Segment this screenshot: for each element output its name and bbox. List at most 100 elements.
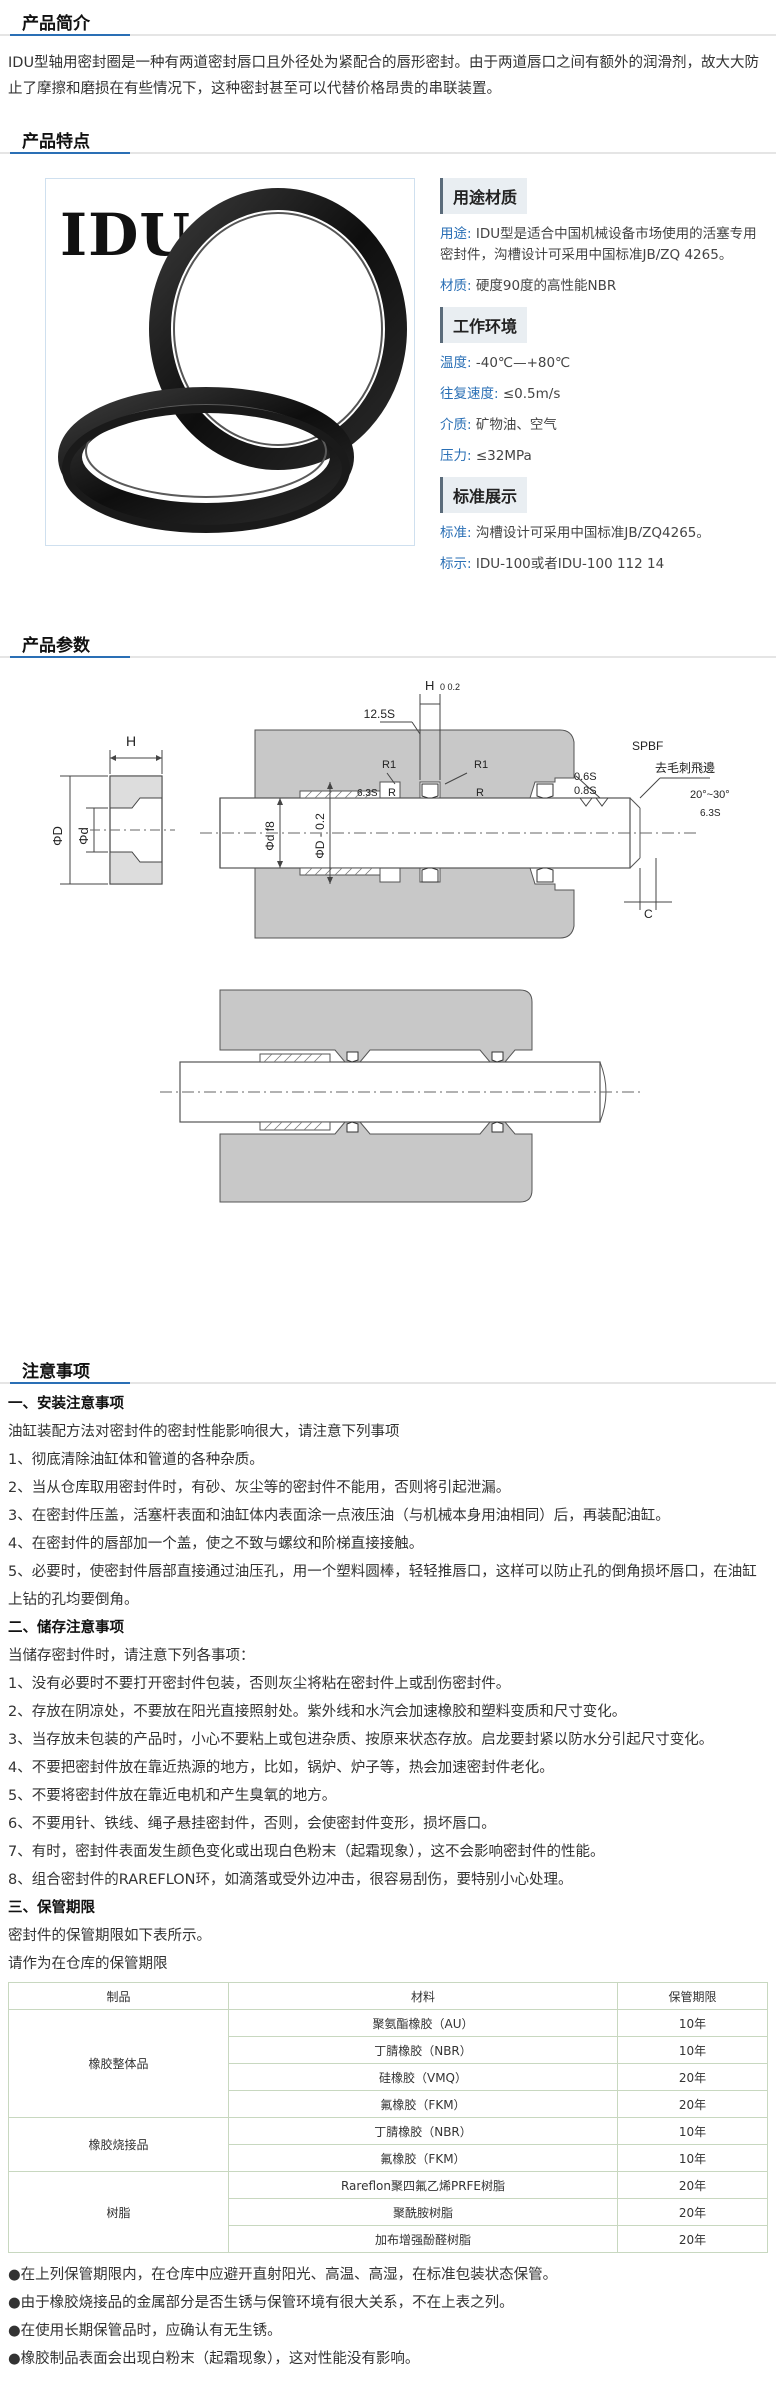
table-cell-period: 10年	[617, 2009, 768, 2037]
storage-item: 3、当存放未包装的产品时，小心不要粘上或包进杂质、按原来状态存放。启龙要封紧以防…	[8, 1732, 714, 1748]
spec-group-env: 工作环境 温度: -40℃—+80℃ 往复速度: ≤0.5m/s 介质: 矿物油…	[440, 307, 770, 467]
spec-val-medium: 矿物油、空气	[475, 417, 557, 433]
section-title-params: 产品参数	[22, 636, 90, 656]
spec-val-usage: IDU型是适合中国机械设备市场使用的活塞专用密封件，沟槽设计可采用中国标准JB/…	[440, 226, 757, 263]
spec-row-speed: 往复速度: ≤0.5m/s	[440, 384, 770, 405]
storage-period-table: 制品 材料 保管期限 橡胶整体品 聚氨酯橡胶（AU） 10年 丁腈橡胶（NBR）…	[8, 1982, 768, 2253]
storage-item: 5、不要将密封件放在靠近电机和产生臭氧的地方。	[8, 1788, 337, 1804]
spec-title-std: 标准展示	[440, 477, 528, 513]
install-title: 一、安装注意事项	[8, 1396, 124, 1412]
features-block: IDU 用途材质 用	[0, 154, 776, 622]
table-row: 树脂 Rareflon聚四氟乙烯PRFE树脂 20年	[8, 2171, 768, 2253]
technical-drawing: H ΦD Φd	[0, 658, 776, 1348]
product-image: IDU	[45, 178, 415, 546]
table-cell-period: 20年	[617, 2063, 768, 2091]
spec-title-usage: 用途材质	[440, 178, 528, 214]
label-deburr: 去毛刺飛邊	[655, 761, 715, 775]
spec-key-pressure: 压力:	[440, 448, 472, 464]
table-cell-period: 20年	[617, 2198, 768, 2226]
label-phi-d-minus: ΦD - 0.2	[313, 813, 327, 859]
section-title-intro: 产品简介	[22, 14, 90, 34]
table-row: 硅橡胶（VMQ） 20年	[9, 2063, 768, 2091]
storage-bullets: ●在上列保管期限内，在仓库中应避开直射阳光、高温、高湿，在标准包装状态保管。 ●…	[0, 2253, 776, 2373]
bullet-item: ●由于橡胶烧接品的金属部分是否生锈与保管环境有很大关系，不在上表之列。	[8, 2295, 514, 2311]
label-6-3s-right: 6.3S	[700, 808, 721, 819]
bullet-item: ●在上列保管期限内，在仓库中应避开直射阳光、高温、高湿，在标准包装状态保管。	[8, 2267, 558, 2283]
label-12-5s: 12.5S	[364, 707, 395, 721]
spec-row-temp: 温度: -40℃—+80℃	[440, 353, 770, 374]
storage-item: 2、存放在阴凉处，不要放在阳光直接照射处。紫外线和水汽会加速橡胶和塑料变质和尺寸…	[8, 1704, 627, 1720]
section-header-features: 产品特点	[0, 118, 776, 154]
section-title-notes: 注意事项	[22, 1362, 90, 1382]
spec-group-usage: 用途材质 用途: IDU型是适合中国机械设备市场使用的活塞专用密封件，沟槽设计可…	[440, 178, 770, 297]
table-cell-material: 丁腈橡胶（NBR）	[228, 2117, 618, 2145]
spec-val-speed: ≤0.5m/s	[502, 386, 561, 402]
spec-val-temp: -40℃—+80℃	[475, 355, 571, 371]
table-row: 丁腈橡胶（NBR） 10年	[9, 2036, 768, 2064]
section-header-notes: 注意事项	[0, 1348, 776, 1384]
table-header-row: 制品 材料 保管期限	[8, 1982, 768, 2010]
spec-row-usage: 用途: IDU型是适合中国机械设备市场使用的活塞专用密封件，沟槽设计可采用中国标…	[440, 224, 770, 266]
label-h-tol-sub: 0 0.2	[440, 682, 460, 692]
period-line-1: 密封件的保管期限如下表所示。	[8, 1928, 211, 1944]
table-cell-period: 20年	[617, 2225, 768, 2253]
label-h-tol: H	[425, 678, 434, 693]
table-cell-material: 氟橡胶（FKM）	[228, 2090, 618, 2118]
seal-section-small	[60, 750, 175, 885]
seal-ring-illustration	[58, 188, 407, 533]
table-header-period: 保管期限	[617, 1982, 768, 2010]
install-item: 4、在密封件的唇部加一个盖，使之不致与螺纹和阶梯直接接触。	[8, 1536, 424, 1552]
bullet-item: ●在使用长期保管品时，应确认有无生锈。	[8, 2323, 282, 2339]
spec-group-std: 标准展示 标准: 沟槽设计可采用中国标准JB/ZQ4265。 标示: IDU-1…	[440, 477, 770, 575]
table-cell-material: 聚酰胺树脂	[228, 2198, 618, 2226]
table-cell-material: 硅橡胶（VMQ）	[228, 2063, 618, 2091]
table-cell-period: 10年	[617, 2117, 768, 2145]
label-phi-d-f8: Φd f8	[263, 821, 277, 851]
storage-item: 7、有时，密封件表面发生颜色变化或出现白色粉末（起霜现象），这不会影响密封件的性…	[8, 1844, 605, 1860]
table-cell-material: 氟橡胶（FKM）	[228, 2144, 618, 2172]
section-header-intro: 产品简介	[0, 0, 776, 36]
label-0-8s: 0.8S	[574, 785, 597, 797]
spec-key-temp: 温度:	[440, 355, 472, 371]
storage-intro: 当储存密封件时，请注意下列各事项：	[8, 1648, 255, 1664]
install-item: 2、当从仓库取用密封件时，有砂、灰尘等的密封件不能用，否则将引起泄漏。	[8, 1480, 511, 1496]
table-cell-product: 橡胶整体品	[8, 2009, 229, 2118]
spec-row-medium: 介质: 矿物油、空气	[440, 415, 770, 436]
storage-item: 4、不要把密封件放在靠近热源的地方，比如，锅炉、炉子等，热会加速密封件老化。	[8, 1760, 554, 1776]
spec-key-std: 标准:	[440, 525, 472, 541]
table-cell-material: 聚氨酯橡胶（AU）	[228, 2009, 618, 2037]
install-item: 3、在密封件压盖，活塞杆表面和油缸体内表面涂一点液压油（与机械本身用油相同）后，…	[8, 1508, 670, 1524]
table-row: 橡胶烧接品 丁腈橡胶（NBR） 10年	[8, 2117, 768, 2172]
spec-key-usage: 用途:	[440, 226, 472, 242]
section-header-params: 产品参数	[0, 622, 776, 658]
spec-key-medium: 介质:	[440, 417, 472, 433]
spec-key-speed: 往复速度:	[440, 386, 499, 402]
label-phi-d-small: Φd	[76, 827, 91, 845]
table-row: 氟橡胶（FKM） 10年	[9, 2144, 768, 2172]
spec-row-material: 材质: 硬度90度的高性能NBR	[440, 276, 770, 297]
bullet-item: ●橡胶制品表面会出现白粉末（起霜现象），这对性能没有影响。	[8, 2351, 420, 2367]
table-cell-product: 橡胶烧接品	[8, 2117, 229, 2172]
table-cell-product: 树脂	[8, 2171, 229, 2253]
table-cell-material: 丁腈橡胶（NBR）	[228, 2036, 618, 2064]
spec-panel: 用途材质 用途: IDU型是适合中国机械设备市场使用的活塞专用密封件，沟槽设计可…	[440, 178, 770, 585]
intro-text: IDU型轴用密封圈是一种有两道密封唇口且外径处为紧配合的唇形密封。由于两道唇口之…	[8, 55, 760, 97]
spec-val-mark: IDU-100或者IDU-100 112 14	[475, 556, 665, 572]
spec-row-mark: 标示: IDU-100或者IDU-100 112 14	[440, 554, 770, 575]
table-cell-period: 20年	[617, 2090, 768, 2118]
label-r-left: R	[388, 787, 396, 799]
table-cell-material: Rareflon聚四氟乙烯PRFE树脂	[228, 2171, 618, 2199]
label-h: H	[126, 733, 136, 749]
install-item: 5、必要时，使密封件唇部直接通过油压孔，用一个塑料圆棒，轻轻推唇口，这样可以防止…	[8, 1564, 757, 1608]
storage-item: 6、不要用针、铁线、绳子悬挂密封件，否则，会使密封件变形，损坏唇口。	[8, 1816, 496, 1832]
table-row: 加布增强酚醛树脂 20年	[9, 2225, 768, 2253]
spec-title-env: 工作环境	[440, 307, 528, 343]
install-intro: 油缸装配方法对密封件的密封性能影响很大，请注意下列事项	[8, 1424, 400, 1440]
table-cell-period: 10年	[617, 2036, 768, 2064]
install-item: 1、彻底清除油缸体和管道的各种杂质。	[8, 1452, 264, 1468]
spec-row-std: 标准: 沟槽设计可采用中国标准JB/ZQ4265。	[440, 523, 770, 544]
label-6-3s-left: 6.3S	[357, 788, 378, 799]
label-r1-left: R1	[382, 759, 396, 771]
table-cell-period: 10年	[617, 2144, 768, 2172]
label-phi-d-big: ΦD	[50, 826, 65, 846]
